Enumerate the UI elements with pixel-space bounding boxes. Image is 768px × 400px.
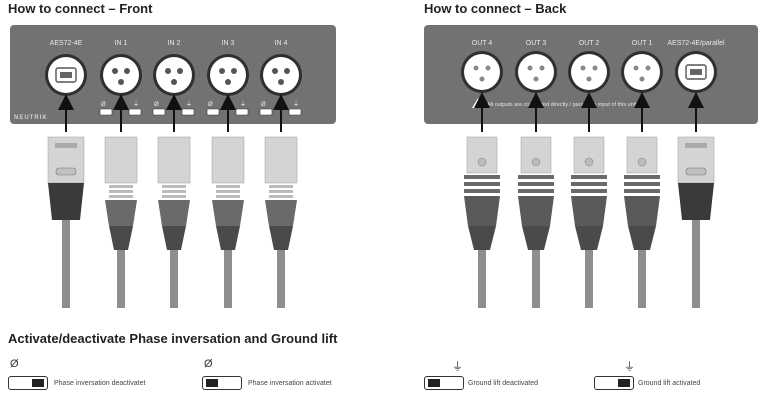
front-switches[interactable] [99,108,302,116]
back-port-label-out2: OUT 2 [579,40,600,47]
front-port-label-in1: IN 1 [115,40,128,47]
front-port-label-in3: IN 3 [222,40,235,47]
front-xlr-plug-in1 [104,136,138,308]
back-xlr-out4[interactable] [461,51,503,93]
back-arrows [474,92,704,132]
back-port-label-out1: OUT 1 [632,40,653,47]
back-port-label-out3: OUT 3 [526,40,547,47]
front-xlr-in4[interactable] [260,54,302,96]
svg-text:Ø: Ø [154,102,159,108]
front-port-label-aes: AES72-4E [50,40,83,47]
front-xlr-in3[interactable] [207,54,249,96]
phase-symbol-icon: Ø [204,358,213,370]
legend-label-phase-activated: Phase inversation activatet [248,380,332,387]
svg-text:!: ! [477,103,479,109]
back-panel: OUT 4 OUT 3 OUT 2 OUT 1 AES72-4E/paralle… [424,25,758,124]
ground-symbol-icon: ⏚ [624,361,635,373]
svg-text:Ø: Ø [261,102,266,108]
back-xlr-plug-out2 [571,136,607,308]
front-title: How to connect – Front [8,1,153,16]
front-aes-jack[interactable] [45,54,87,96]
svg-text:⏚: ⏚ [133,101,139,108]
back-aes-parallel-jack[interactable] [675,51,717,93]
ground-symbol-icon: ⏚ [452,361,463,373]
back-title: How to connect – Back [424,1,567,16]
back-ethercon-plug [677,136,715,308]
svg-text:⏚: ⏚ [186,101,192,108]
back-xlr-out2[interactable] [568,51,610,93]
back-xlr-plug-out3 [518,136,554,308]
back-port-label-aes-parallel: AES72-4E/parallel [667,40,725,47]
phase-switch-activated [202,376,242,390]
back-port-label-out4: OUT 4 [472,40,493,47]
front-port-label-in2: IN 2 [168,40,181,47]
front-panel: NEUTRIK AES72-4E IN 1 IN 2 IN 3 IN 4 [10,25,336,124]
svg-text:Ø: Ø [101,102,106,108]
front-xlr-plug-in3 [211,136,245,308]
back-xlr-plug-out1 [624,136,660,308]
svg-text:⏚: ⏚ [293,101,299,108]
ground-switch-activated [594,376,634,390]
front-switch-symbols: Ø ⏚ Ø ⏚ Ø ⏚ Ø ⏚ [101,101,299,108]
connection-diagram: NEUTRIK AES72-4E IN 1 IN 2 IN 3 IN 4 [10,25,758,308]
phase-symbol-icon: Ø [10,358,19,370]
front-port-label-in4: IN 4 [275,40,288,47]
back-note: All outputs are connected directly / par… [487,102,637,108]
back-xlr-out1[interactable] [621,51,663,93]
ground-switch-deactivated [424,376,464,390]
front-arrows [58,94,289,132]
legend-title: Activate/deactivate Phase inversation an… [8,331,338,346]
front-xlr-plug-in4 [264,136,298,308]
front-brand-label: NEUTRIK [14,115,48,121]
legend-label-phase-deactivated: Phase inversation deactivatet [54,380,146,387]
legend-label-ground-deactivated: Ground lift deactivated [468,380,539,387]
svg-text:⏚: ⏚ [240,101,246,108]
front-xlr-plug-in2 [157,136,191,308]
front-ethercon-plug [47,136,85,308]
front-xlr-in2[interactable] [153,54,195,96]
back-xlr-out3[interactable] [515,51,557,93]
front-xlr-in1[interactable] [100,54,142,96]
phase-switch-deactivated [8,376,48,390]
legend-label-ground-activated: Ground lift activated [638,380,701,387]
back-xlr-plug-out4 [464,136,500,308]
svg-text:Ø: Ø [208,102,213,108]
